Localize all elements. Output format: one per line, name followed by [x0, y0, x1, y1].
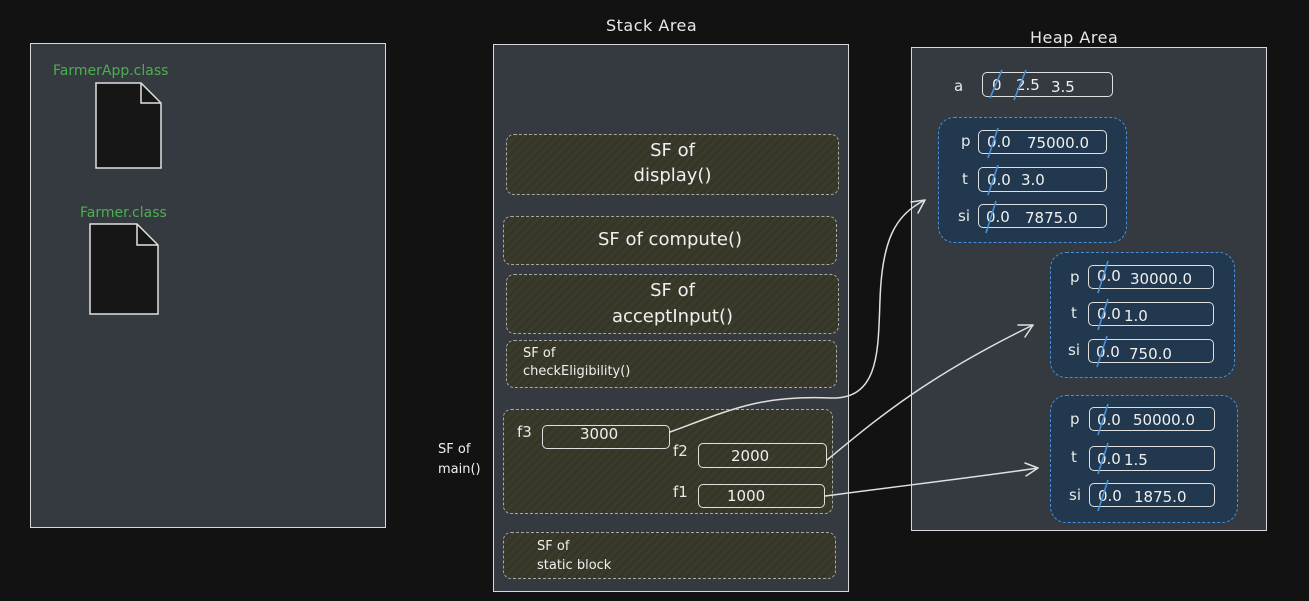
obj2-si-current: 750.0 — [1129, 345, 1172, 363]
obj2-p-current: 30000.0 — [1130, 270, 1193, 288]
obj1-p-current: 75000.0 — [1027, 134, 1090, 152]
farmerapp-class-label: FarmerApp.class — [53, 63, 169, 79]
farmer-class-label: Farmer.class — [80, 205, 167, 221]
obj2-p-label: p — [1070, 268, 1080, 286]
obj3-si-label: si — [1069, 486, 1081, 504]
farmer-object-1 — [938, 117, 1127, 243]
obj1-si-box — [978, 204, 1107, 228]
frame-check-eligibility — [506, 340, 837, 388]
obj1-p-label: p — [961, 132, 971, 150]
obj1-t-box — [978, 167, 1107, 192]
obj3-t-old: 0.0 — [1097, 450, 1121, 468]
var-f2-value: 2000 — [731, 447, 770, 465]
obj1-t-old: 0.0 — [987, 171, 1011, 189]
frame-static-block-label: SF of static block — [537, 539, 612, 573]
obj2-si-old: 0.0 — [1096, 343, 1120, 361]
obj2-p-box — [1088, 265, 1214, 289]
farmerapp-file-icon — [95, 82, 162, 169]
obj2-t-old: 0.0 — [1097, 305, 1121, 323]
strike-marks-a — [989, 69, 1027, 101]
obj2-si-label: si — [1068, 341, 1080, 359]
frame-accept-input-label: SF of acceptInput() — [611, 280, 734, 327]
obj1-si-label: si — [958, 207, 970, 225]
obj3-p-label: p — [1070, 410, 1080, 428]
arrow-f1-to-object-3 — [824, 467, 1039, 497]
obj1-p-box — [978, 130, 1107, 154]
var-f1-value: 1000 — [727, 487, 766, 505]
var-f3-value: 3000 — [580, 425, 619, 443]
obj3-t-current: 1.5 — [1124, 451, 1148, 469]
frame-accept-input — [506, 274, 839, 334]
frame-main-label: SF of main() — [438, 442, 481, 477]
frame-check-eligibility-label: SF of checkEligibility() — [523, 346, 631, 379]
farmer-file-icon — [89, 223, 159, 315]
obj2-t-current: 1.0 — [1124, 307, 1148, 325]
var-f2-box — [698, 443, 827, 468]
obj3-t-box — [1089, 446, 1215, 471]
obj3-t-label: t — [1071, 448, 1077, 466]
static-var-a-box — [982, 72, 1113, 97]
farmer-object-2 — [1050, 252, 1235, 378]
frame-display — [506, 134, 839, 195]
var-f2-label: f2 — [673, 442, 688, 460]
obj3-p-old: 0.0 — [1097, 411, 1121, 429]
frame-compute-label: SF of compute() — [597, 229, 743, 250]
obj1-t-current: 3.0 — [1021, 171, 1045, 189]
heap-area-title: Heap Area — [1030, 28, 1119, 47]
obj3-si-box — [1089, 483, 1215, 507]
frame-display-label: SF of display() — [633, 140, 712, 186]
var-f3-label: f3 — [517, 423, 532, 441]
arrow-f2-to-object-2 — [826, 324, 1034, 461]
arrow-f3-to-object-1 — [669, 199, 926, 433]
static-var-a-current: 3.5 — [1051, 78, 1075, 96]
frame-compute — [503, 216, 837, 265]
static-var-a-label: a — [954, 77, 964, 95]
var-f1-label: f1 — [673, 483, 688, 501]
frame-static-block — [503, 532, 836, 579]
var-f3-box — [542, 425, 670, 449]
obj1-t-label: t — [962, 170, 968, 188]
static-var-a-old-1: 0 — [992, 76, 1002, 94]
obj1-si-current: 7875.0 — [1025, 209, 1078, 227]
obj2-p-old: 0.0 — [1097, 267, 1121, 285]
obj2-t-label: t — [1071, 304, 1077, 322]
obj2-t-box — [1088, 302, 1214, 326]
obj2-si-box — [1088, 339, 1214, 363]
obj3-si-current: 1875.0 — [1134, 488, 1187, 506]
stack-area-title: Stack Area — [606, 16, 698, 35]
obj1-p-old: 0.0 — [987, 133, 1011, 151]
obj3-p-box — [1089, 407, 1215, 431]
obj3-p-current: 50000.0 — [1133, 411, 1196, 429]
farmer-object-3 — [1050, 395, 1238, 523]
